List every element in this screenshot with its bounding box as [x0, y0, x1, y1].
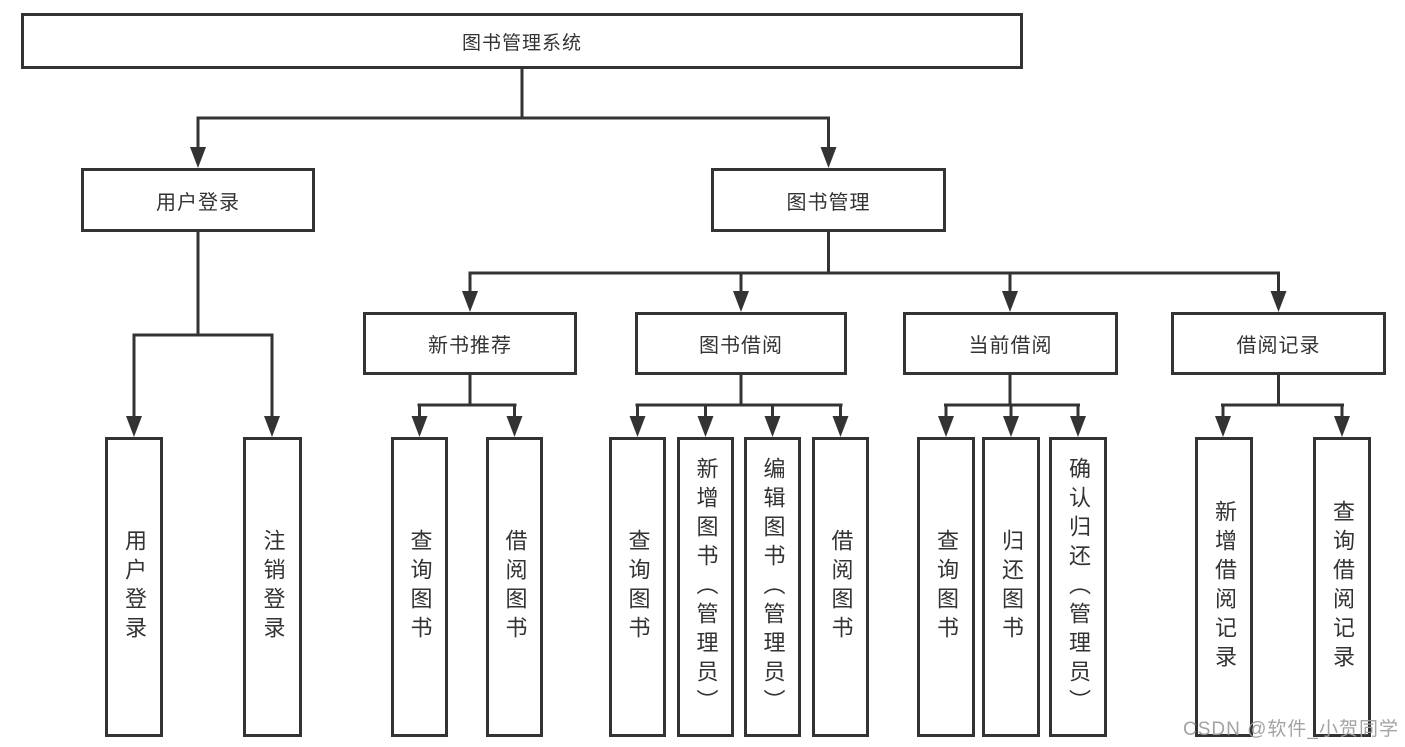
leaf-logout-label: 注销登录: [260, 529, 286, 645]
leaf-user-login: 用户登录: [105, 437, 163, 737]
node-book-management: 图书管理: [711, 168, 946, 232]
leaf-recommend-borrow-books: 借阅图书: [486, 437, 543, 737]
node-user-login-label: 用户登录: [156, 191, 240, 214]
leaf-records-add-record-label: 新增借阅记录: [1212, 500, 1237, 674]
leaf-logout: 注销登录: [243, 437, 302, 737]
leaf-current-return-books-label: 归还图书: [999, 529, 1024, 645]
node-new-book-recommend-label: 新书推荐: [428, 335, 512, 357]
node-root: 图书管理系统: [21, 13, 1023, 69]
leaf-current-query-books: 查询图书: [917, 437, 975, 737]
leaf-recommend-borrow-books-label: 借阅图书: [502, 529, 528, 645]
leaf-records-query-record-label: 查询借阅记录: [1330, 500, 1355, 674]
leaf-records-query-record: 查询借阅记录: [1313, 437, 1371, 737]
node-borrow-records: 借阅记录: [1171, 312, 1386, 375]
node-root-label: 图书管理系统: [461, 32, 582, 54]
leaf-current-return-books: 归还图书: [982, 437, 1040, 737]
leaf-borrow-query-books: 查询图书: [609, 437, 666, 737]
leaf-current-confirm-return-admin: 确认归还（管理员）: [1049, 437, 1107, 737]
leaf-borrow-edit-books-admin: 编辑图书（管理员）: [744, 437, 801, 737]
node-book-borrow: 图书借阅: [635, 312, 847, 375]
node-new-book-recommend: 新书推荐: [363, 312, 577, 375]
node-current-borrow: 当前借阅: [903, 312, 1118, 375]
leaf-current-confirm-return-admin-label: 确认归还（管理员）: [1066, 456, 1091, 718]
leaf-borrow-add-books-admin-label: 新增图书（管理员）: [693, 456, 719, 718]
leaf-borrow-borrow-books-label: 借阅图书: [828, 529, 854, 645]
leaf-recommend-query-books: 查询图书: [391, 437, 448, 737]
node-book-borrow-label: 图书借阅: [699, 335, 783, 357]
leaf-current-query-books-label: 查询图书: [934, 529, 959, 645]
node-user-login: 用户登录: [81, 168, 315, 232]
node-current-borrow-label: 当前借阅: [968, 335, 1053, 357]
node-book-management-label: 图书管理: [786, 191, 871, 214]
watermark: CSDN @软件_小贺同学: [1183, 719, 1399, 740]
leaf-borrow-add-books-admin: 新增图书（管理员）: [677, 437, 734, 737]
leaf-borrow-edit-books-admin-label: 编辑图书（管理员）: [760, 456, 786, 718]
leaf-user-login-label: 用户登录: [122, 529, 147, 645]
node-borrow-records-label: 借阅记录: [1236, 335, 1321, 357]
leaf-recommend-query-books-label: 查询图书: [407, 529, 433, 645]
leaf-borrow-query-books-label: 查询图书: [625, 529, 651, 645]
leaf-borrow-borrow-books: 借阅图书: [812, 437, 869, 737]
leaf-records-add-record: 新增借阅记录: [1195, 437, 1253, 737]
